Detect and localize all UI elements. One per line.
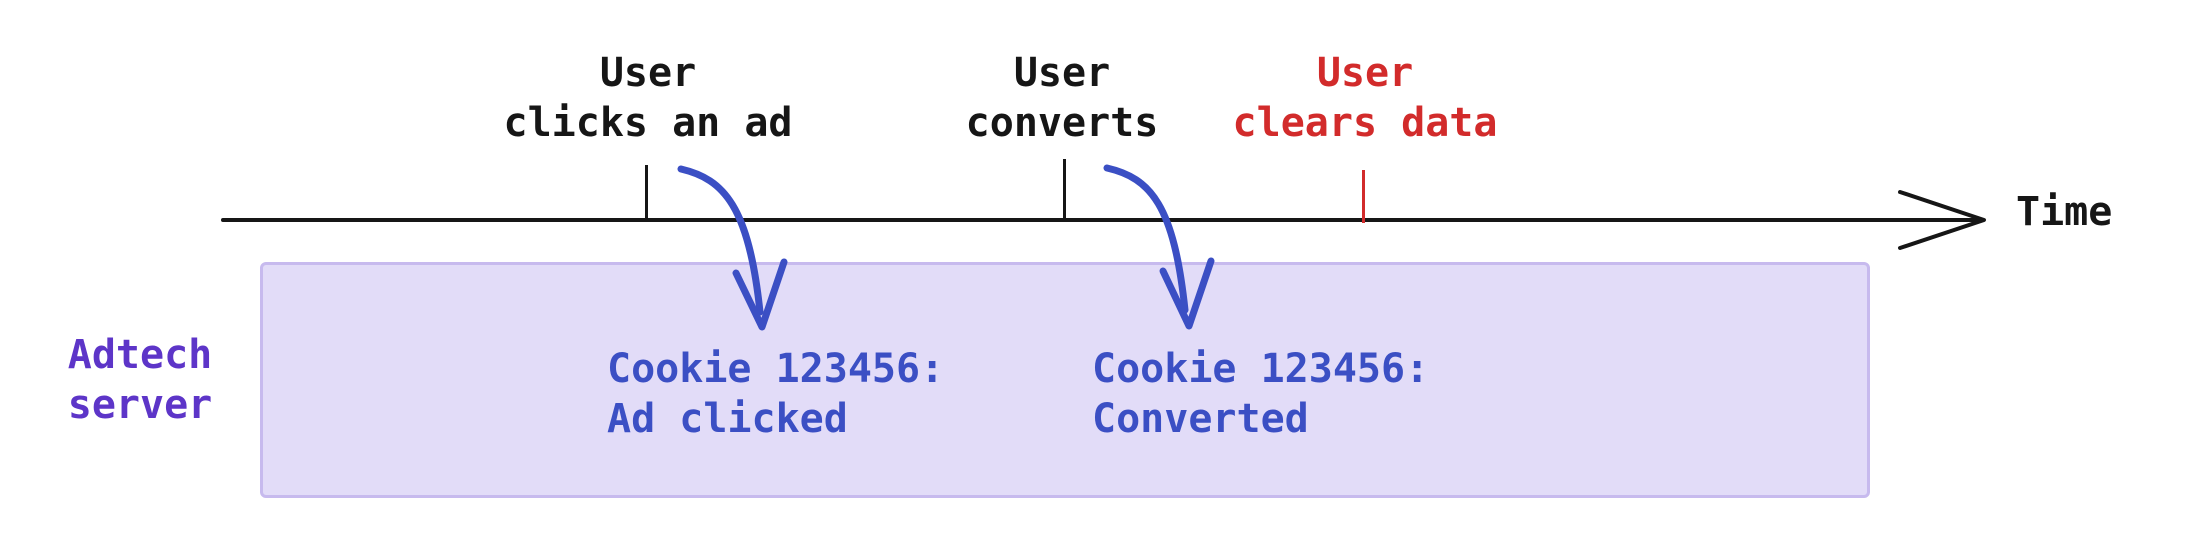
adtech-server-label: Adtech server xyxy=(67,332,213,428)
time-axis-label: Time xyxy=(2016,189,2113,235)
cookie-record-click: Cookie 123456: Ad clicked xyxy=(607,346,945,442)
cookie-record-convert: Cookie 123456: Converted xyxy=(1092,346,1430,442)
event-label-clear: User clears data xyxy=(1232,50,1498,146)
adtech-server-box xyxy=(260,262,1870,498)
event-label-click: User clicks an ad xyxy=(503,50,793,146)
event-label-convert: User converts xyxy=(965,50,1159,146)
timeline-arrowhead-icon xyxy=(1898,190,1986,250)
